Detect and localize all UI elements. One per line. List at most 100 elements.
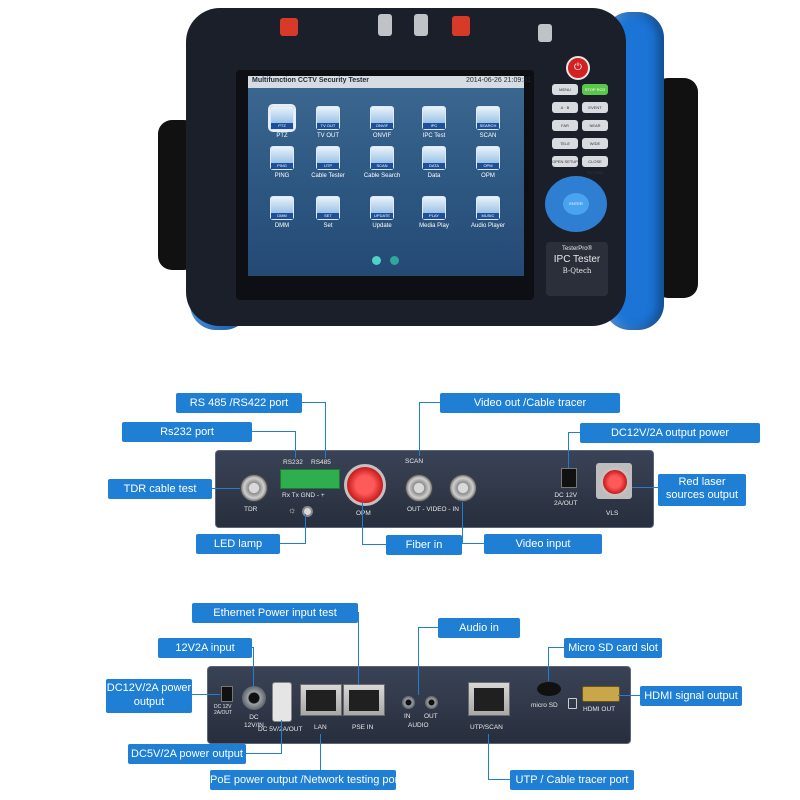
event-key[interactable]: EVENT (582, 102, 608, 113)
leader-rs485-v (325, 402, 326, 458)
microsd-slot[interactable] (537, 682, 561, 696)
app-tile-update[interactable]: UPDATE Update (356, 196, 408, 229)
hdmi-port[interactable] (582, 686, 620, 702)
far-key[interactable]: FAR (552, 120, 578, 131)
pse-in-label: PSE IN (352, 724, 374, 731)
brand-line-3: B-Qtech (562, 267, 592, 275)
app-icon-caption: IPC (423, 123, 445, 129)
audio-out-jack[interactable] (425, 696, 438, 709)
app-icon-caption: SEARCH (477, 123, 499, 129)
callout-audio-in: Audio in (438, 618, 520, 638)
page-dot-2[interactable] (390, 256, 399, 265)
app-label: IPC Test (422, 133, 446, 139)
app-icon: UPDATE (370, 196, 394, 220)
enter-key[interactable]: ENTER (563, 193, 589, 215)
app-icon: PING (270, 146, 294, 170)
dc-12v-in-jack[interactable] (242, 686, 266, 710)
utp-scan-port[interactable] (468, 682, 510, 716)
app-tile-ipc[interactable]: IPC IPC Test (408, 106, 460, 139)
tele-key[interactable]: TELE (552, 138, 578, 149)
app-icon: OPM (476, 146, 500, 170)
app-icon: UTP (316, 146, 340, 170)
usb-label: DC 5V/2A/OUT (258, 726, 303, 733)
callout-tdr: TDR cable test (108, 479, 212, 499)
app-icon-caption: DATA (423, 163, 445, 169)
ab-key[interactable]: A · B (552, 102, 578, 113)
top-connector-bnc-3 (538, 24, 552, 42)
app-label: ONVIF (372, 133, 392, 139)
power-button[interactable]: ⏻ (566, 56, 590, 80)
brand-plate: TesterPro® IPC Tester B-Qtech (546, 242, 608, 296)
callout-12v-input: 12V2A input (158, 638, 252, 658)
near-key[interactable]: NEAR (582, 120, 608, 131)
video-in-bnc[interactable] (449, 474, 477, 502)
leader-microsd-v (548, 647, 549, 681)
app-icon-caption: PLAY (423, 213, 445, 219)
utp-label: UTP/SCAN (470, 724, 503, 731)
callout-utp: UTP / Cable tracer port (510, 770, 634, 790)
open-setup-key[interactable]: OPEN SETUP (552, 156, 578, 167)
rs485-label: RS485 (311, 459, 331, 466)
led-lamp-icon: ☼ (288, 505, 297, 515)
dc-12v-out-jack[interactable] (561, 468, 577, 488)
callout-fiber: Fiber in (386, 535, 462, 555)
app-label: Update (372, 223, 392, 229)
leader-eth-power-v (358, 612, 359, 684)
app-icon: PLAY (422, 196, 446, 220)
opm-port-label: OPM (356, 510, 371, 517)
callout-hdmi: HDMI signal output (640, 686, 742, 706)
leader-utp-v (488, 734, 489, 780)
top-connector-red-2 (452, 16, 470, 36)
lan-port[interactable] (300, 684, 342, 716)
video-out-bnc[interactable] (405, 474, 433, 502)
dc-12v-out-small-jack[interactable] (221, 686, 233, 702)
serial-terminal-block[interactable] (280, 469, 340, 489)
tdr-bnc-connector[interactable] (240, 474, 268, 502)
app-icon-caption: ONVIF (371, 123, 393, 129)
usb-port[interactable] (272, 682, 292, 722)
app-tile-onvif[interactable]: ONVIF ONVIF (356, 106, 408, 139)
pse-in-port[interactable] (343, 684, 385, 716)
opm-fiber-port[interactable] (344, 464, 386, 506)
app-icon: DMM (270, 196, 294, 220)
page-dot-1[interactable] (372, 256, 381, 265)
vls-laser-port[interactable] (600, 467, 630, 497)
menu-key[interactable]: MENU (552, 84, 578, 95)
close-return-key[interactable]: CLOSE RETURN (582, 156, 608, 175)
app-icon: IPC (422, 106, 446, 130)
app-label: PTZ (276, 133, 288, 139)
app-icon: ONVIF (370, 106, 394, 130)
leader-12v-v (253, 647, 254, 687)
leader-audio-h (418, 627, 438, 628)
lan-label: LAN (314, 724, 327, 731)
app-icon-caption: UTP (317, 163, 339, 169)
tdr-port-label: TDR (244, 506, 258, 513)
video-port-label: OUT - VIDEO - IN (407, 506, 459, 513)
leader-rs232-h (252, 431, 296, 432)
app-icon-caption: DMM (271, 213, 293, 219)
sd-card-icon (568, 698, 577, 709)
audio-in-jack[interactable] (402, 696, 415, 709)
led-lamp (302, 506, 313, 517)
top-connector-bnc-1 (378, 14, 392, 36)
callout-video-input: Video input (484, 534, 602, 554)
stop-rcd-key[interactable]: STOP RCD (582, 84, 608, 95)
app-icon: SEARCH (476, 106, 500, 130)
wide-key[interactable]: WIDE (582, 138, 608, 149)
app-label: Cable Search (363, 173, 401, 179)
leader-dc5-h (246, 753, 282, 754)
